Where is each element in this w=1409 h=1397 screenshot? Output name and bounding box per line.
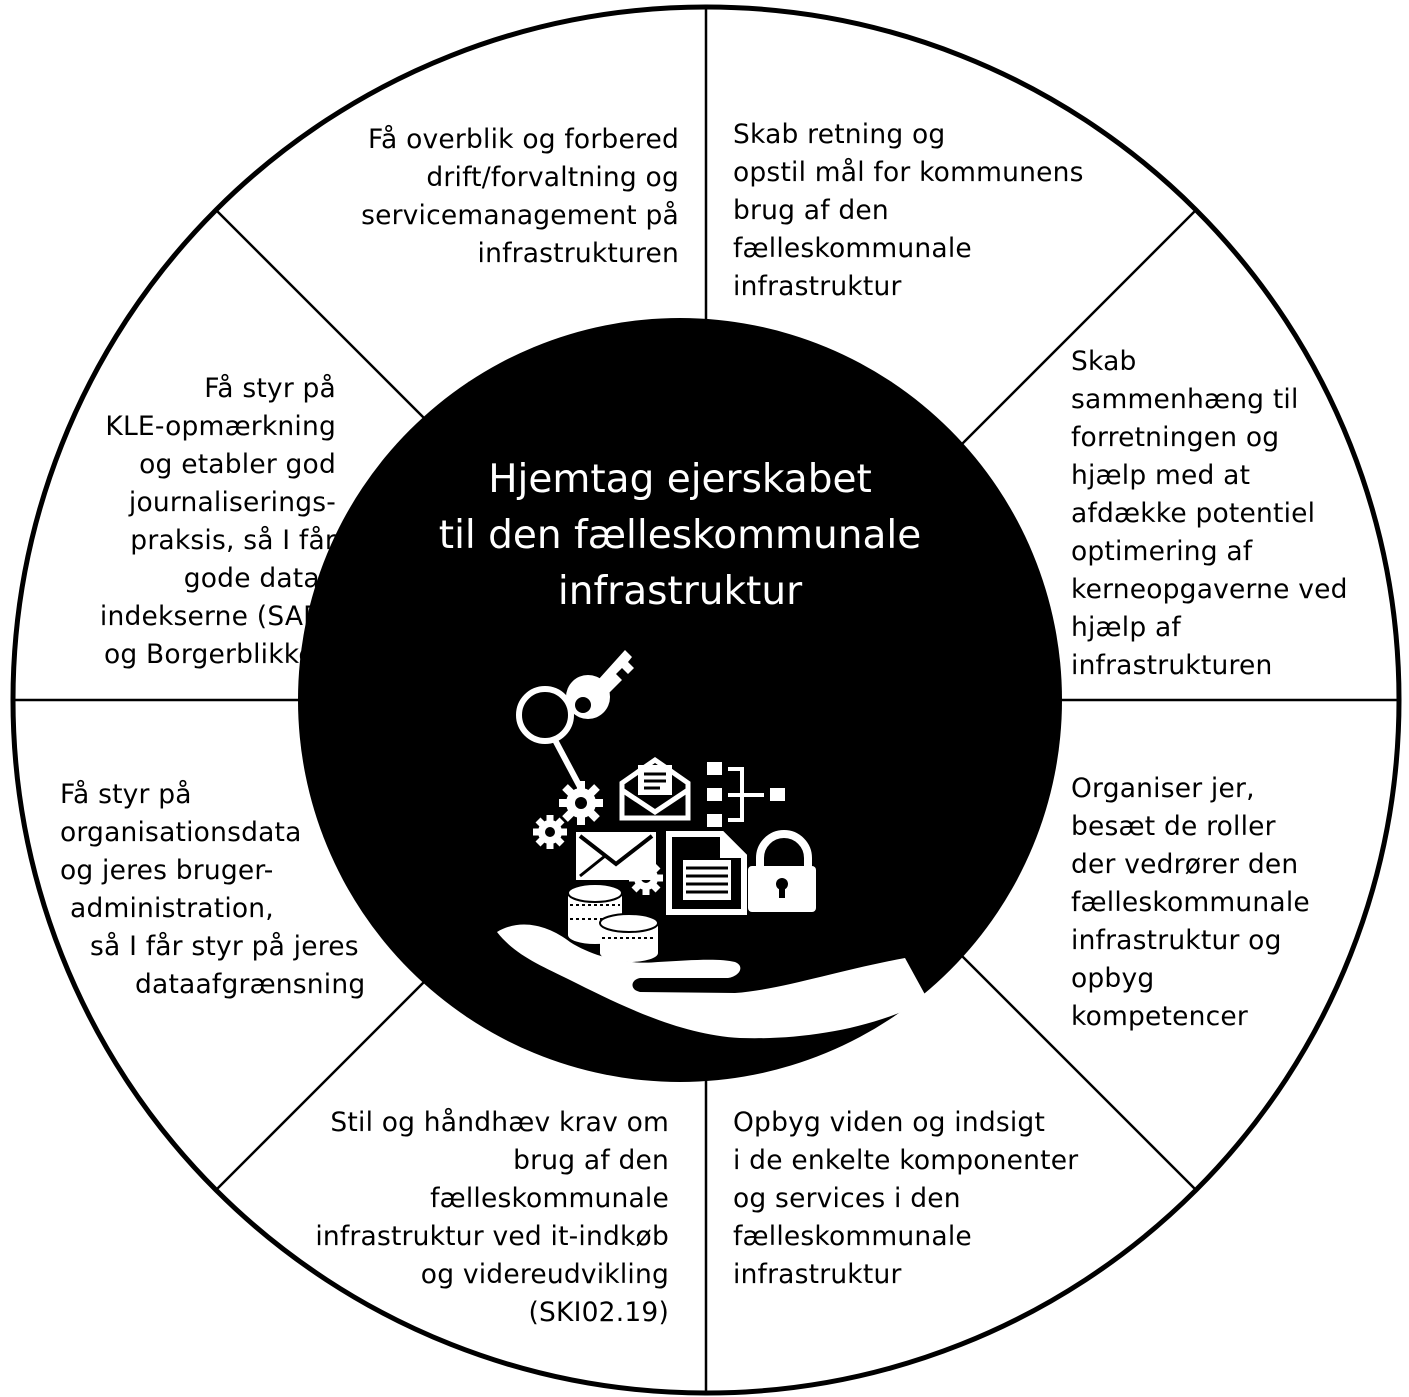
envelope-icon (576, 832, 656, 880)
segment-text-line: administration, (70, 893, 274, 924)
document-icon (666, 831, 747, 915)
gear-icon (533, 815, 567, 849)
org-chart-icon (707, 762, 785, 827)
hub-circle (298, 318, 1062, 1082)
open-hand-icon (497, 924, 928, 1039)
segment-text-line: Få styr på (60, 779, 192, 810)
icon-cluster (497, 650, 928, 1039)
segment-text-line: dataafgrænsning (135, 969, 366, 1000)
segment-text-right-lower: Organiser jer, besæt de roller der vedrø… (1071, 773, 1310, 1032)
segment-text-bottom-left: Stil og håndhæv krav om brug af den fæll… (315, 1107, 669, 1328)
segment-text-left-lower-body: Få styr på organisationsdata og jeres brug… (40, 776, 380, 1004)
coins-icon (567, 883, 659, 962)
envelope-open-icon (619, 756, 691, 821)
padlock-icon (748, 830, 816, 912)
segment-text-right-upper: Skab sammenhæng til forretningen og hjæl… (1071, 346, 1348, 681)
segment-text-bottom-right: Opbyg viden og indsigt i de enkelte komp… (733, 1107, 1079, 1290)
segment-text-top-right: Skab retning og opstil mål for kommunens… (733, 119, 1084, 302)
hub-title: Hjemtag ejerskabet til den fælleskommuna… (438, 457, 922, 614)
segment-text-left-upper: Få styr på KLE-opmærkning og etabler god… (99, 373, 336, 670)
gear-icon (559, 781, 603, 825)
key-icon (516, 650, 634, 789)
segment-text-line: så I får styr på jeres (90, 931, 359, 962)
segment-text-left-lower: Få styr på organisationsdata og jeres brug… (40, 776, 380, 1004)
segment-text-top-left: Få overblik og forbered drift/forvaltnin… (361, 124, 679, 269)
segment-text-line: og jeres bruger- (60, 855, 274, 886)
segment-text-line: organisationsdata (60, 817, 302, 848)
